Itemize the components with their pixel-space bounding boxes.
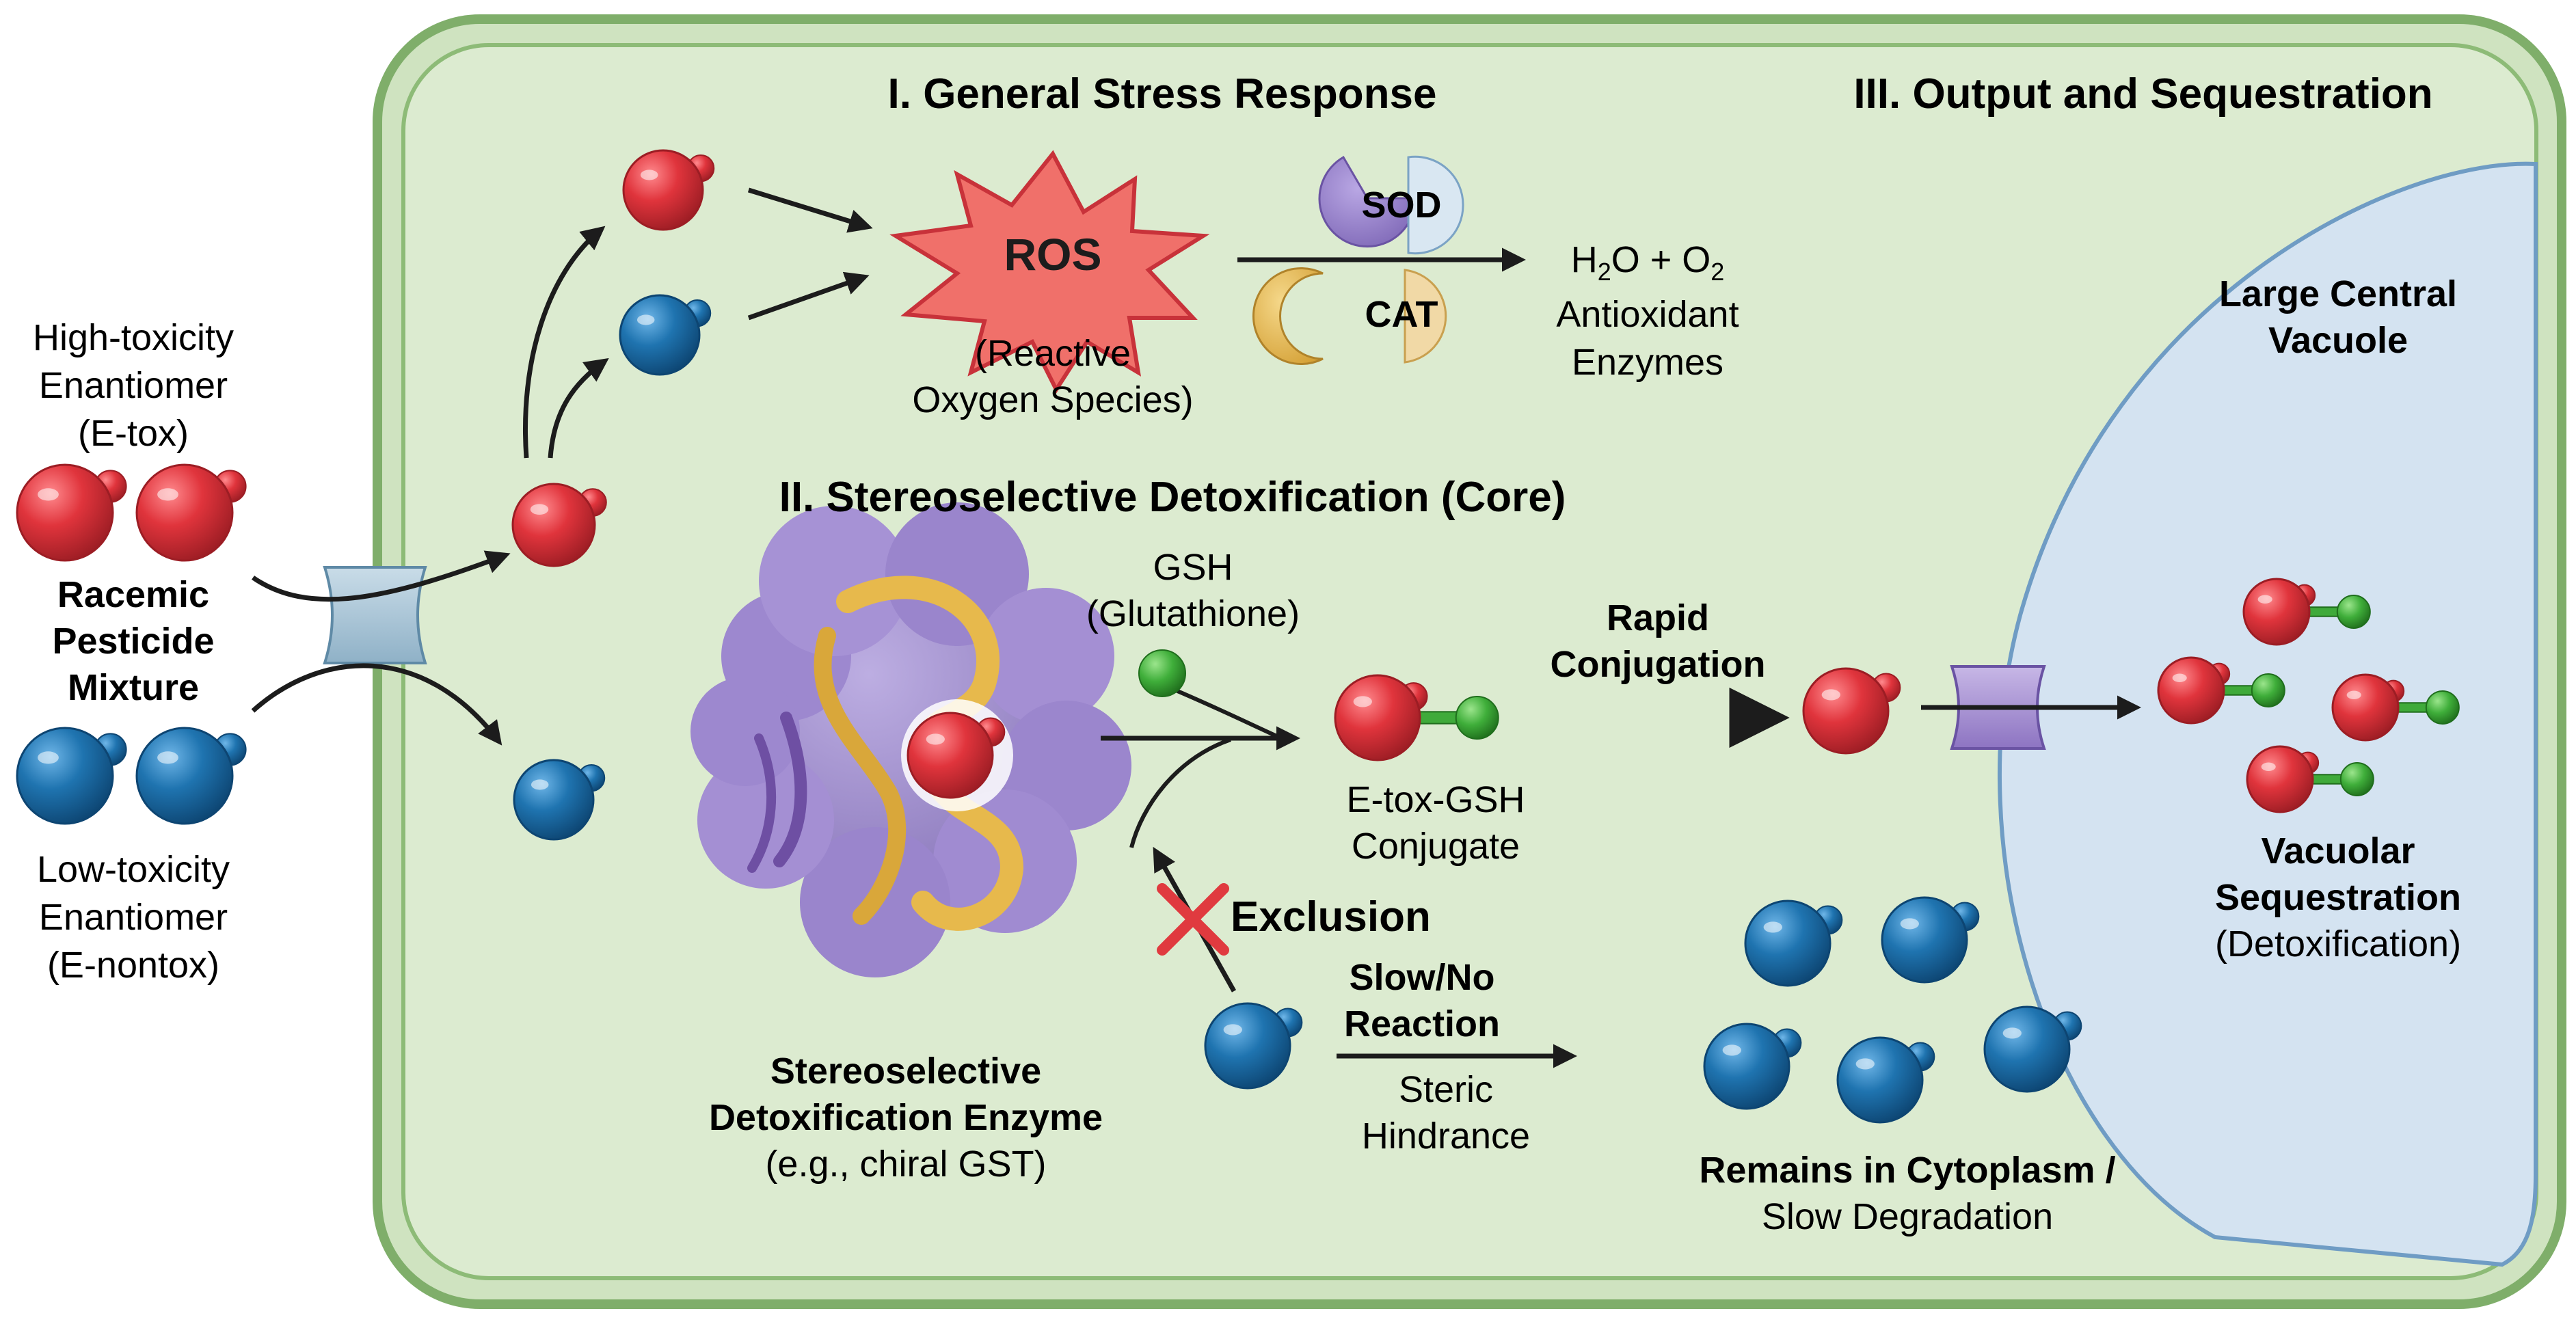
- cytoplasm-e-nontox-1: [1744, 900, 1843, 987]
- steric-label-2: Hindrance: [1362, 1116, 1530, 1157]
- cytoplasm-e-nontox-2: [1881, 896, 1980, 984]
- antioxidant-label-2: Enzymes: [1572, 342, 1723, 383]
- e-tox-molecule-entered: [511, 483, 607, 567]
- ros-burst: [889, 150, 1210, 394]
- cytoplasm-e-nontox-5: [1983, 1005, 2082, 1093]
- branch-arrow-up-red: [522, 226, 606, 459]
- exclusion-label: Exclusion: [1231, 893, 1431, 941]
- arrow-enzyme-return: [1129, 738, 1231, 848]
- cat-enzyme: [1252, 267, 1447, 365]
- arrow-red-to-ros: [747, 187, 873, 233]
- e-nontox-molecule-excluded: [1204, 1002, 1303, 1090]
- entry-channel: [323, 566, 427, 664]
- vacuole-label-2: Vacuole: [2268, 320, 2408, 361]
- section-output-title: III. Output and Sequestration: [1853, 70, 2432, 118]
- steric-label-1: Steric: [1399, 1069, 1493, 1110]
- arrow-gsh-curve: [1175, 688, 1280, 739]
- low-tox-label-1: Low-toxicity: [37, 849, 230, 890]
- large-central-vacuole: [1997, 161, 2538, 1267]
- enzyme-label-3: (e.g., chiral GST): [765, 1144, 1046, 1185]
- sequestration-label-3: (Detoxification): [2215, 923, 2461, 964]
- e-tox-molecule-bound: [907, 712, 1006, 799]
- cytoplasm-e-nontox-4: [1836, 1036, 1935, 1124]
- arrow-blue-to-ros: [747, 271, 870, 321]
- e-tox-molecule-left-2: [135, 463, 247, 562]
- e-tox-molecule-stress: [622, 149, 715, 231]
- conjugate-label-1: E-tox-GSH: [1346, 779, 1525, 820]
- product-label: H2O + O2: [1571, 239, 1725, 286]
- e-tox-molecule-left-1: [16, 463, 127, 562]
- sequestration-label-1: Vacuolar: [2261, 830, 2415, 872]
- section-general-title: I. General Stress Response: [888, 70, 1437, 118]
- e-nontox-molecule-left-2: [135, 727, 247, 825]
- ros-desc-1: (Reactive: [975, 333, 1131, 374]
- cytoplasm-label-2: Slow Degradation: [1762, 1196, 2053, 1237]
- conjugate-label-2: Conjugate: [1352, 826, 1520, 867]
- enzyme-label-1: Stereoselective: [770, 1051, 1041, 1092]
- mixture-label-1: Racemic: [57, 574, 209, 615]
- antioxidant-label-1: Antioxidant: [1556, 294, 1739, 335]
- e-tox-molecule-transport: [1802, 667, 1901, 755]
- slow-label-2: Reaction: [1344, 1003, 1500, 1044]
- vacuole-conjugate-3: [2331, 673, 2460, 742]
- e-tox-gsh-conjugate: [1334, 674, 1499, 761]
- slow-label-1: Slow/No: [1350, 957, 1495, 998]
- high-tox-label-1: High-toxicity: [33, 317, 234, 358]
- gst-enzyme: [690, 502, 1131, 977]
- low-tox-label-2: Enantiomer: [39, 897, 228, 938]
- enzyme-label-2: Detoxification Enzyme: [709, 1097, 1103, 1138]
- section-detox-title: II. Stereoselective Detoxification (Core…: [779, 474, 1566, 521]
- ros-label: ROS: [1004, 229, 1101, 280]
- e-nontox-molecule-left-1: [16, 727, 127, 825]
- sod-enzyme: [1318, 155, 1464, 255]
- gsh-label-2: (Glutathione): [1086, 593, 1300, 634]
- gsh-molecule: [1138, 649, 1186, 697]
- exclusion-x-icon: [1157, 883, 1229, 956]
- high-tox-label-3: (E-tox): [78, 413, 189, 454]
- sequestration-label-2: Sequestration: [2215, 877, 2461, 918]
- low-tox-label-3: (E-nontox): [47, 945, 219, 986]
- ros-desc-2: Oxygen Species): [912, 379, 1193, 420]
- entry-path-red: [252, 550, 511, 602]
- cytoplasm-e-nontox-3: [1703, 1023, 1802, 1110]
- vacuole-label-1: Large Central: [2219, 273, 2457, 314]
- vacuole-conjugate-1: [2242, 578, 2371, 646]
- gsh-label-1: GSH: [1153, 547, 1233, 588]
- mixture-label-3: Mixture: [68, 667, 199, 708]
- branch-arrow-up-blue: [548, 357, 609, 459]
- cat-label: CAT: [1365, 294, 1438, 335]
- mixture-label-2: Pesticide: [52, 621, 214, 662]
- rapid-label-1: Rapid: [1607, 597, 1709, 638]
- high-tox-label-2: Enantiomer: [39, 365, 228, 406]
- e-nontox-molecule-entered: [513, 759, 606, 841]
- rapid-label-2: Conjugation: [1551, 644, 1766, 685]
- entry-path-blue: [251, 663, 502, 746]
- vacuole-conjugate-4: [2246, 745, 2374, 813]
- sod-label: SOD: [1361, 185, 1441, 226]
- e-nontox-molecule-stress: [619, 294, 712, 376]
- vacuole-conjugate-2: [2157, 656, 2285, 725]
- cytoplasm-label-1: Remains in Cytoplasm /: [1699, 1150, 2115, 1191]
